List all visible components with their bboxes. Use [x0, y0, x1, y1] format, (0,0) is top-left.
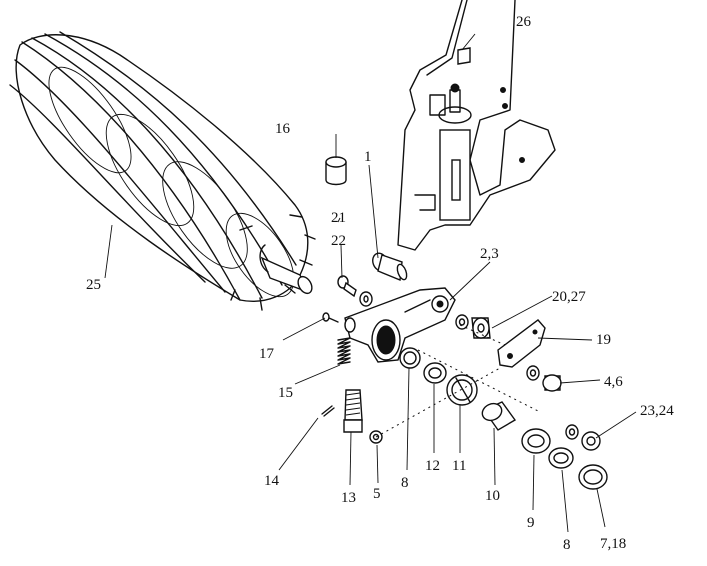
part-15-spring: [337, 337, 351, 365]
label-9: 9: [527, 515, 535, 531]
part-21-22-screw-washer: [337, 275, 373, 307]
label-17: 17: [259, 346, 275, 362]
label-8-upper: 8: [401, 475, 409, 491]
label-8-lower: 8: [563, 537, 571, 553]
part-7-18-washer: [578, 464, 608, 490]
part-16-bushing: [325, 156, 347, 186]
part-8-washer-lower: [548, 447, 574, 469]
label-4-6: 4,6: [604, 374, 623, 390]
label-23-24: 23,24: [640, 403, 674, 419]
part-labels: 26 16 1 21 22 2,3 20,27 19 4,6 23,24 25 …: [86, 14, 674, 553]
part-23-24-nut-washer: [565, 424, 601, 451]
label-12: 12: [425, 458, 440, 474]
label-5: 5: [373, 486, 381, 502]
part-11-bearing: [446, 374, 478, 406]
label-15: 15: [278, 385, 293, 401]
label-25: 25: [86, 277, 101, 293]
label-7-18: 7,18: [600, 536, 626, 552]
label-21: 21: [331, 210, 346, 226]
label-14: 14: [264, 473, 280, 489]
label-26: 26: [516, 14, 532, 30]
part-8-washer-upper: [399, 347, 421, 369]
part-12-ring: [423, 362, 447, 384]
part-20-27-bushing-washer: [455, 314, 491, 339]
label-19: 19: [596, 332, 611, 348]
part-17-screw: [322, 312, 339, 323]
part-9-washer: [521, 428, 551, 454]
label-13: 13: [341, 490, 356, 506]
label-10: 10: [485, 488, 500, 504]
part-26-side-plate: [397, 0, 556, 251]
leader-lines: [104, 33, 637, 533]
part-1-pivot-pin: [372, 252, 408, 281]
assembly-lines: [375, 324, 541, 438]
label-11: 11: [452, 458, 466, 474]
part-19-plate: [497, 319, 546, 368]
label-22: 22: [331, 233, 346, 249]
part-25-reel-cylinder: [9, 31, 316, 311]
part-14-pin: [321, 405, 335, 417]
label-20-27: 20,27: [552, 289, 586, 305]
part-2-3-bearing-housing: [344, 287, 456, 363]
label-16: 16: [275, 121, 291, 137]
label-2-3: 2,3: [480, 246, 499, 262]
part-4-6-bolt-washer: [526, 365, 562, 392]
label-1: 1: [364, 149, 372, 165]
part-13-bolt: [343, 389, 363, 433]
part-10-sleeve: [481, 401, 517, 431]
